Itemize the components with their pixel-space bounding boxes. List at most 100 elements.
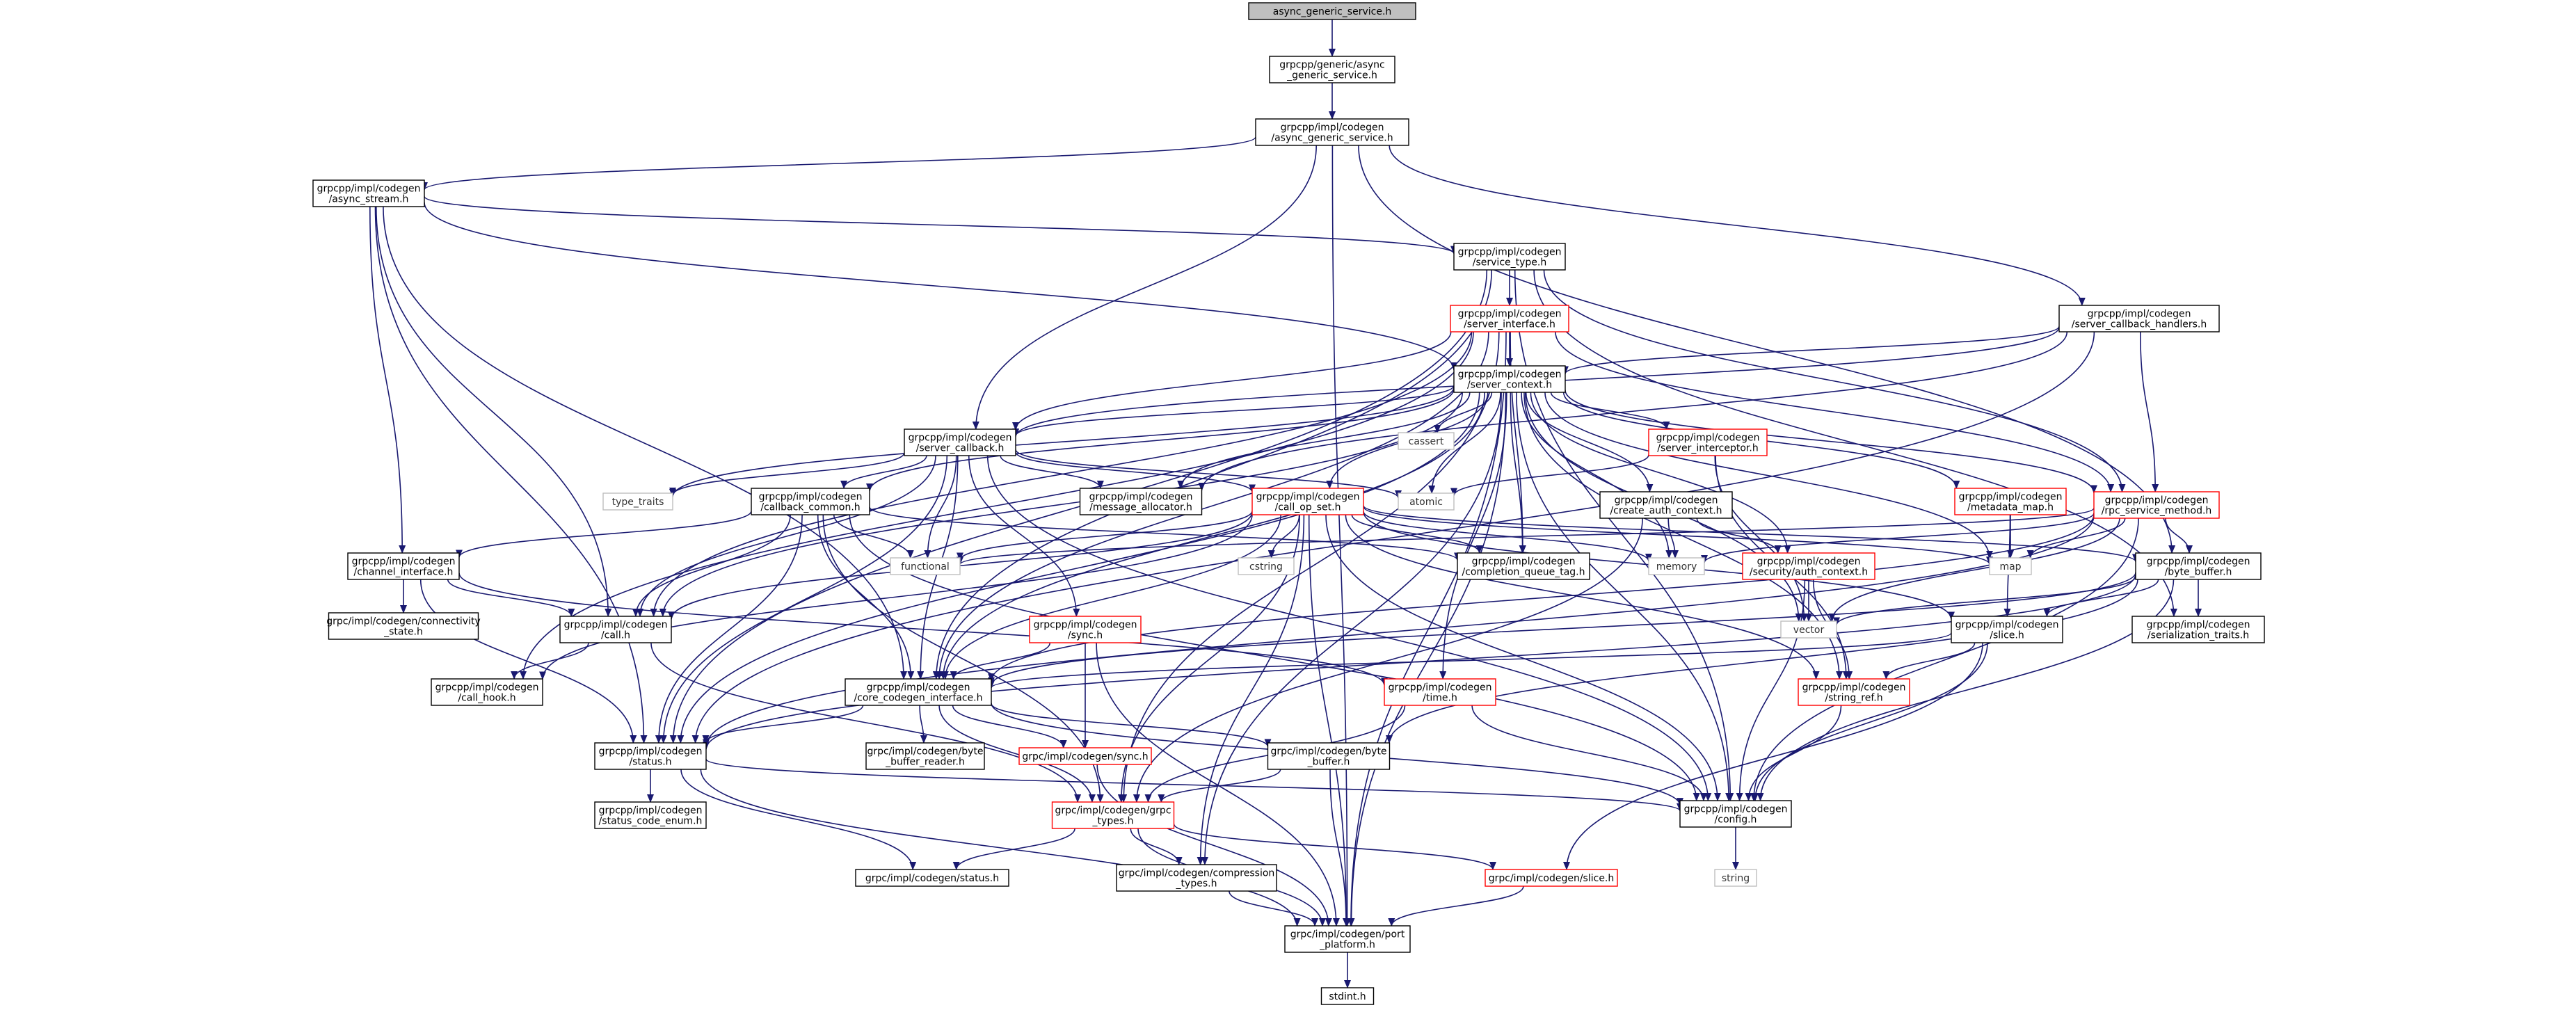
node-serialization_traits[interactable]: grpcpp/impl/codegen/serialization_traits… (2131, 616, 2265, 643)
node-box-async_stream (312, 179, 425, 207)
node-box-grpc_slice (1485, 869, 1618, 887)
node-status_code_enum[interactable]: grpcpp/impl/codegen/status_code_enum.h (594, 801, 707, 829)
edge-string_ref-to-config_h (1745, 705, 1842, 801)
node-grpc_slice[interactable]: grpc/impl/codegen/slice.h (1485, 869, 1618, 887)
node-grpc_byte_buffer_reader[interactable]: grpc/impl/codegen/byte_buffer_reader.h (865, 742, 985, 770)
node-call_hook[interactable]: grpcpp/impl/codegen/call_hook.h (431, 678, 543, 706)
node-cq_tag[interactable]: grpcpp/impl/codegen/completion_queue_tag… (1457, 552, 1590, 580)
node-box-security_auth (1742, 552, 1875, 580)
node-port_platform[interactable]: grpc/impl/codegen/port_platform.h (1284, 925, 1411, 953)
node-server_interface[interactable]: grpcpp/impl/codegen/server_interface.h (1450, 305, 1569, 332)
node-label-cstring-0: cstring (1249, 561, 1283, 572)
node-connectivity_state[interactable]: grpc/impl/codegen/connectivity_state.h (326, 612, 481, 640)
edge-async_stream-to-service_type (424, 195, 1457, 255)
edge-callback_common-to-functional (833, 514, 914, 559)
node-core_codegen_iface[interactable]: grpcpp/impl/codegen/core_codegen_interfa… (845, 678, 992, 706)
edge-rpc_service_method-to-status_h (703, 515, 2095, 748)
node-service_type[interactable]: grpcpp/impl/codegen/service_type.h (1453, 243, 1566, 271)
node-box-server_callback (904, 428, 1016, 456)
edge-byte_buffer_h-to-vector (1833, 576, 2136, 626)
node-label-metadata_map-0: grpcpp/impl/codegen (1959, 492, 2063, 503)
node-box-map (1989, 557, 2032, 575)
node-atomic: atomic (1398, 492, 1455, 511)
node-security_auth[interactable]: grpcpp/impl/codegen/security/auth_contex… (1742, 552, 1875, 580)
edge-compression_types-to-port_platform (1229, 890, 1319, 927)
edge-create_auth-to-grpc_types (1133, 518, 1643, 803)
node-label-cg_async_gen-0: grpcpp/impl/codegen (1281, 122, 1384, 134)
edge-call_op_set-to-call_h (668, 511, 1253, 620)
node-server_interceptor[interactable]: grpcpp/impl/codegen/server_interceptor.h (1648, 428, 1768, 456)
node-msg_alloc[interactable]: grpcpp/impl/codegen/message_allocator.h (1079, 488, 1203, 515)
edge-server_context-to-port_platform (1347, 392, 1507, 927)
node-callback_common[interactable]: grpcpp/impl/codegen/callback_common.h (751, 488, 870, 515)
node-label-server_cb_handlers-0: grpcpp/impl/codegen (2088, 309, 2191, 320)
node-metadata_map[interactable]: grpcpp/impl/codegen/metadata_map.h (1954, 488, 2067, 515)
node-label-channel_interface-0: grpcpp/impl/codegen (352, 556, 456, 568)
node-label-port_platform-1: _platform.h (1319, 940, 1375, 951)
node-slice_h[interactable]: grpcpp/impl/codegen/slice.h (1951, 616, 2063, 643)
node-call_h[interactable]: grpcpp/impl/codegen/call.h (559, 616, 672, 643)
edge-call_op_set-to-port_platform (1308, 514, 1350, 927)
node-label-core_codegen_iface-1: /core_codegen_interface.h (854, 693, 983, 704)
node-label-call_hook-0: grpcpp/impl/codegen (435, 682, 539, 694)
edge-server_context-to-cassert (1434, 392, 1493, 433)
node-rpc_service_method[interactable]: grpcpp/impl/codegen/rpc_service_method.h (2093, 491, 2220, 519)
node-grpc_byte_buffer[interactable]: grpc/impl/codegen/byte_buffer.h (1267, 742, 1391, 770)
node-async_stream[interactable]: grpcpp/impl/codegen/async_stream.h (312, 179, 425, 207)
node-label-string-0: string (1722, 873, 1750, 884)
node-server_context[interactable]: grpcpp/impl/codegen/server_context.h (1453, 365, 1566, 393)
edge-server_callback-to-atomic (1015, 449, 1402, 499)
node-grpc_sync[interactable]: grpc/impl/codegen/sync.h (1018, 747, 1152, 765)
node-label-async_stream-1: /async_stream.h (329, 194, 409, 205)
node-box-vector (1780, 620, 1837, 639)
node-label-async_stream-0: grpcpp/impl/codegen (317, 184, 421, 195)
node-label-slice_h-1: /slice.h (1990, 630, 2024, 641)
node-box-slice_h (1951, 616, 2063, 643)
node-config_h[interactable]: grpcpp/impl/codegen/config.h (1679, 800, 1792, 828)
edge-create_auth-to-memory (1667, 518, 1679, 559)
node-label-server_interface-0: grpcpp/impl/codegen (1458, 309, 1562, 320)
edge-channel_interface-to-call_h (447, 579, 575, 617)
node-stdint[interactable]: stdint.h (1320, 987, 1375, 1005)
node-box-status_code_enum (594, 801, 707, 829)
node-label-grpc_byte_buffer_reader-1: _buffer_reader.h (885, 757, 965, 768)
node-channel_interface[interactable]: grpcpp/impl/codegen/channel_interface.h (347, 552, 460, 580)
node-grpc_types[interactable]: grpc/impl/codegen/grpc_types.h (1051, 801, 1175, 829)
node-label-grpc_status-0: grpc/impl/codegen/status.h (865, 873, 999, 884)
node-functional: functional (890, 557, 961, 575)
edge-server_interface-to-rpc_service_method (1555, 331, 2115, 492)
node-create_auth[interactable]: grpcpp/impl/codegen/create_auth_context.… (1599, 491, 1733, 519)
node-grpc_status[interactable]: grpc/impl/codegen/status.h (855, 869, 1009, 887)
node-string_ref[interactable]: grpcpp/impl/codegen/string_ref.h (1798, 678, 1910, 706)
edge-slice_h-to-core_codegen_iface (988, 632, 1952, 689)
edge-call_op_set-to-byte_buffer_h (1363, 505, 2139, 563)
node-label-call_op_set-0: grpcpp/impl/codegen (1256, 492, 1360, 503)
node-label-grpc_byte_buffer_reader-0: grpc/impl/codegen/byte (867, 746, 983, 758)
node-server_callback[interactable]: grpcpp/impl/codegen/server_callback.h (904, 428, 1016, 456)
node-compression_types[interactable]: grpc/impl/codegen/compression_types.h (1116, 864, 1277, 892)
node-label-grpc_byte_buffer-1: _buffer.h (1307, 757, 1350, 768)
node-sync_h[interactable]: grpcpp/impl/codegen/sync.h (1029, 616, 1142, 643)
edge-call_h-to-call_hook (511, 642, 589, 680)
node-byte_buffer_h[interactable]: grpcpp/impl/codegen/byte_buffer.h (2135, 552, 2262, 580)
node-box-cassert (1398, 432, 1455, 450)
node-label-rpc_service_method-0: grpcpp/impl/codegen (2105, 495, 2209, 506)
node-label-sync_h-0: grpcpp/impl/codegen (1034, 620, 1137, 631)
node-label-functional-0: functional (901, 561, 950, 572)
node-status_h[interactable]: grpcpp/impl/codegen/status.h (594, 742, 707, 770)
node-label-grpc_byte_buffer-0: grpc/impl/codegen/byte (1270, 746, 1386, 758)
edge-core_codegen_iface-to-grpc_sync (952, 705, 1067, 748)
edge-security_auth-to-config_h (1736, 579, 1806, 801)
node-label-compression_types-1: _types.h (1176, 879, 1217, 890)
edge-channel_interface-to-status_h (419, 579, 637, 744)
edge-server_context-to-type_traits (669, 387, 1455, 497)
node-time_h[interactable]: grpcpp/impl/codegen/time.h (1384, 678, 1496, 706)
node-gen_async[interactable]: grpcpp/generic/async_generic_service.h (1269, 56, 1395, 83)
node-cg_async_gen[interactable]: grpcpp/impl/codegen/async_generic_servic… (1255, 118, 1409, 146)
edge-grpc_types-to-grpc_status (952, 828, 1075, 870)
node-label-vector-0: vector (1793, 625, 1825, 636)
node-server_cb_handlers[interactable]: grpcpp/impl/codegen/server_callback_hand… (2058, 305, 2220, 332)
node-label-call_op_set-1: /call_op_set.h (1275, 502, 1341, 513)
node-label-gen_async-0: grpcpp/generic/async (1279, 60, 1385, 71)
node-call_op_set[interactable]: grpcpp/impl/codegen/call_op_set.h (1251, 488, 1364, 515)
